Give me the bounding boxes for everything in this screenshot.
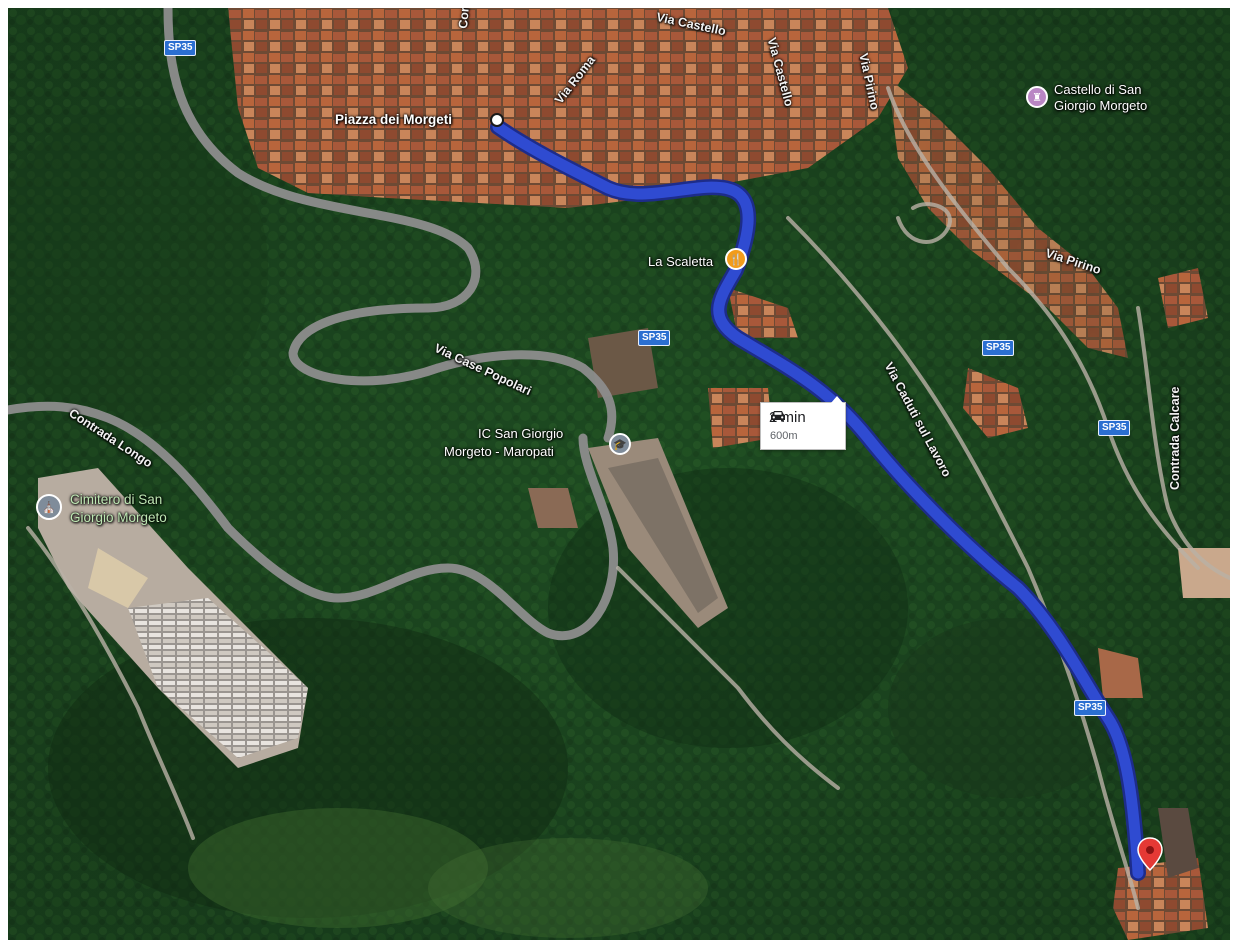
car-icon — [771, 411, 785, 422]
place-label-castello-line2[interactable]: Giorgio Morgeto — [1054, 98, 1148, 113]
route-distance: 600m — [770, 430, 798, 442]
place-label-ic-line2[interactable]: Morgeto - Maropati — [444, 444, 554, 459]
road-shield-sp35: SP35 — [164, 40, 197, 56]
place-label-ic-line1[interactable]: IC San Giorgio — [478, 426, 564, 441]
place-label-cimitero-line1[interactable]: Cimitero di San — [70, 492, 163, 507]
road-shield-sp35: SP35 — [1074, 700, 1107, 716]
place-label-cimitero-line2[interactable]: Giorgio Morgeto — [70, 510, 167, 525]
street-label-contrada-calcare: Contrada Calcare — [1168, 386, 1182, 490]
place-label-la-scaletta[interactable]: La Scaletta — [648, 254, 714, 269]
route-start-marker[interactable] — [490, 113, 504, 127]
place-label-piazza-dei-morgeti[interactable]: Piazza dei Morgeti — [335, 112, 453, 127]
route-line — [492, 121, 1144, 879]
destination-pin-icon[interactable] — [1137, 837, 1163, 872]
castle-icon[interactable]: ♜ — [1026, 86, 1048, 108]
graduation-cap-icon[interactable]: 🎓 — [609, 433, 631, 455]
road-shield-sp35: SP35 — [1098, 420, 1131, 436]
place-label-castello-line1[interactable]: Castello di San — [1054, 82, 1142, 97]
road-shield-sp35: SP35 — [982, 340, 1015, 356]
cemetery-icon[interactable]: ⛪ — [36, 494, 62, 520]
route-info-badge[interactable]: 2 min 600m — [760, 396, 846, 450]
fork-knife-icon[interactable]: 🍴 — [725, 248, 747, 270]
road-shield-sp35: SP35 — [638, 330, 671, 346]
map-view[interactable]: Corso Via Castello Via Castello Via Roma… — [8, 8, 1230, 940]
satellite-imagery — [8, 8, 1230, 940]
